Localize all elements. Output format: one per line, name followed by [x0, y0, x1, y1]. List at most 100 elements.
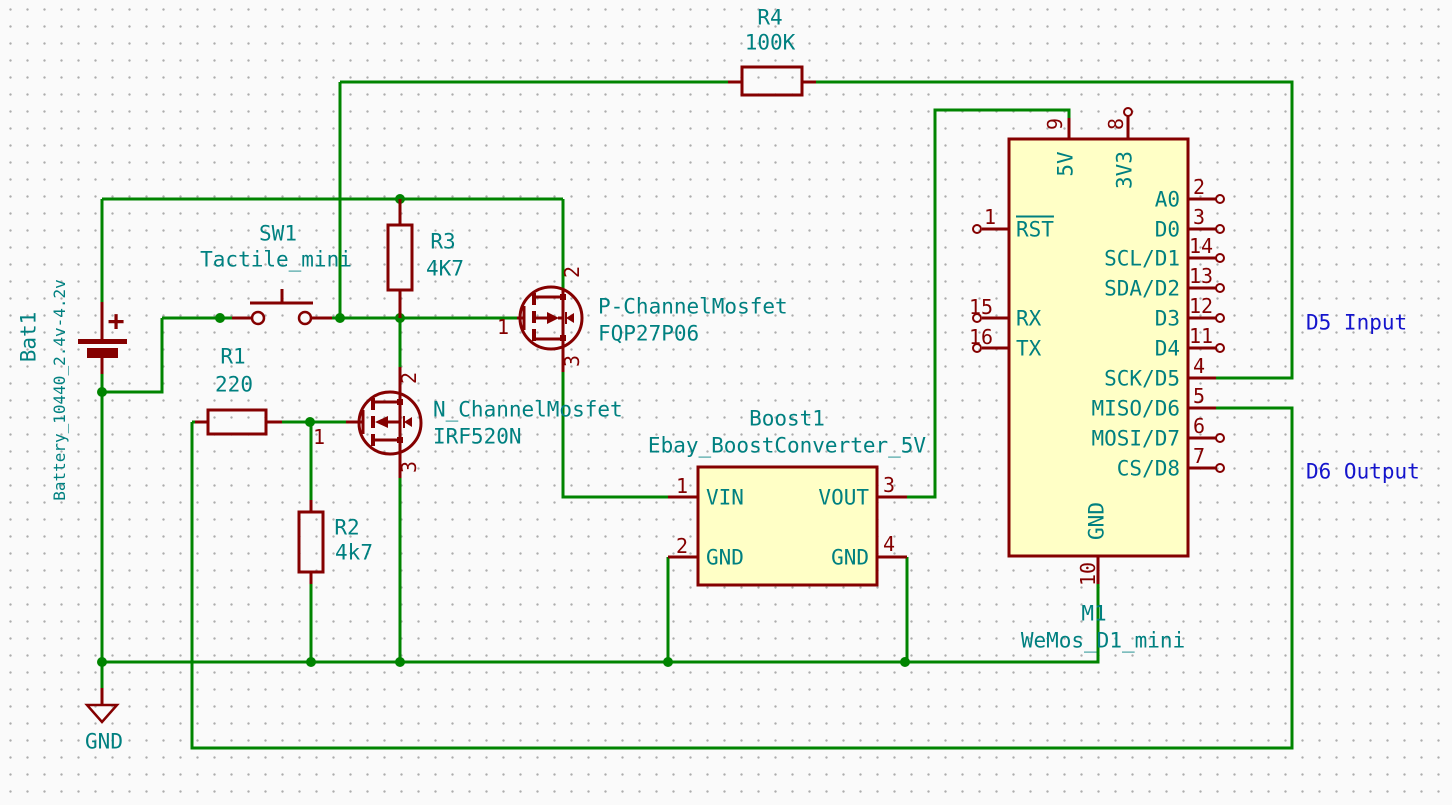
- mcu-pin3-number: 3: [1192, 205, 1206, 229]
- junction: [395, 657, 405, 667]
- mcu-pin7-number: 7: [1192, 444, 1206, 468]
- r2-value: 4k7: [335, 540, 373, 565]
- mcu-pin12-number: 12: [1188, 294, 1214, 318]
- r4-ref: R4: [757, 5, 783, 30]
- r4-value: 100K: [744, 30, 796, 55]
- mcu-pin-a0-end: [1215, 194, 1225, 204]
- junction: [306, 657, 316, 667]
- mcu-pin9-number: 9: [1043, 117, 1067, 131]
- battery-symbol[interactable]: [78, 302, 127, 374]
- junction: [335, 313, 345, 323]
- mcu-value: WeMos_D1_mini: [1020, 628, 1186, 653]
- junction-dots: [97, 194, 910, 667]
- switch-ref: SW1: [259, 221, 297, 246]
- boost-value: Ebay_BoostConverter_5V: [647, 433, 927, 458]
- boost-pin1-name: VIN: [706, 485, 744, 510]
- mcu-pin-d0-name: D0: [1154, 217, 1180, 242]
- pmos-body-diode: [566, 313, 574, 323]
- junction: [305, 417, 315, 427]
- mcu-left-pin-stubs: [982, 227, 1009, 350]
- mcu-pin-d8-name: CS/D8: [1116, 456, 1180, 481]
- nmos-symbol[interactable]: [346, 367, 423, 478]
- pmos-value: FQP27P06: [598, 321, 700, 346]
- note-d6-output[interactable]: D6 Output: [1306, 459, 1420, 484]
- mcu-pin-d7-end: [1215, 433, 1225, 443]
- mcu-pin2-number: 2: [1192, 175, 1206, 199]
- mcu-pin4-number: 4: [1192, 354, 1206, 378]
- gnd-power-symbol[interactable]: [84, 688, 120, 724]
- mcu-right-pin-stubs: [1188, 197, 1216, 470]
- mcu-body: [1007, 137, 1190, 558]
- nmos-ref: N_ChannelMosfet: [433, 397, 623, 422]
- boost-pins: [668, 495, 907, 559]
- note-d5-input[interactable]: D5 Input: [1306, 310, 1408, 335]
- battery-value: Battery_10440_2.4v-4.2v: [50, 279, 69, 501]
- gnd-triangle: [84, 703, 120, 724]
- mcu-pin-rx-name: RX: [1016, 306, 1042, 331]
- mcu-pin-3v3-name: 3V3: [1112, 151, 1137, 189]
- nmos-arrow: [375, 416, 388, 428]
- mcu-pin-d4-name: D4: [1154, 336, 1180, 361]
- boost-pin3-name: VOUT: [818, 485, 869, 510]
- pmos-node-dot: [560, 294, 566, 300]
- resistor-r3-symbol[interactable]: [386, 199, 414, 318]
- resistor-r2-symbol[interactable]: [297, 500, 325, 584]
- resistor-body: [740, 65, 804, 97]
- wire-gnd-rail[interactable]: [102, 584, 1100, 664]
- pmos-arms: [534, 295, 563, 341]
- mcu-pin10-number: 10: [1076, 561, 1100, 587]
- resistor-body: [297, 510, 325, 574]
- pmos-pin2-number: 2: [560, 265, 584, 279]
- switch-symbol[interactable]: [232, 289, 332, 326]
- r1-ref: R1: [220, 344, 246, 369]
- nmos-body-diode: [404, 417, 412, 427]
- junction: [663, 657, 673, 667]
- switch-contact-right: [297, 310, 313, 326]
- resistor-r4-symbol[interactable]: [728, 65, 816, 97]
- battery-ref: Bat1: [16, 311, 41, 363]
- pmos-node-dot: [560, 335, 566, 341]
- junction: [215, 313, 225, 323]
- wire-bat-to-switch[interactable]: [102, 318, 164, 394]
- mcu-pin14-number: 14: [1188, 234, 1214, 258]
- nmos-value: IRF520N: [433, 424, 522, 449]
- pmos-ref: P-ChannelMosfet: [598, 294, 788, 319]
- mcu-pin13-number: 13: [1188, 264, 1214, 288]
- nmos-node-dot: [397, 437, 403, 443]
- pmos-symbol[interactable]: [517, 285, 584, 372]
- mcu-pin-a0-name: A0: [1154, 187, 1180, 212]
- nmos-node-dot: [397, 399, 403, 405]
- mcu-symbol[interactable]: [972, 107, 1225, 584]
- mcu-pin1-number: 1: [983, 205, 997, 229]
- mcu-pin16-number: 16: [968, 325, 994, 349]
- gnd-label: GND: [85, 729, 123, 754]
- mcu-pin-tx-end: [972, 343, 982, 353]
- wire-d6-net[interactable]: [190, 406, 1294, 750]
- mcu-pin6-number: 6: [1192, 414, 1206, 438]
- battery-plus-sign: +: [107, 304, 125, 337]
- mcu-pin-d0-end: [1215, 224, 1225, 234]
- wire-pmos-to-vin[interactable]: [561, 372, 668, 499]
- mcu-pin-3v3-end: [1123, 107, 1133, 117]
- wire-vout-to-5v[interactable]: [907, 108, 1071, 499]
- r1-value: 220: [215, 372, 253, 397]
- mcu-ref: M1: [1081, 601, 1107, 626]
- boost-body: [696, 465, 879, 587]
- pmos-pin3-number: 3: [560, 354, 584, 368]
- resistor-r1-symbol[interactable]: [195, 408, 282, 436]
- mcu-pin-5v-name: 5V: [1053, 151, 1078, 177]
- junction: [97, 657, 107, 667]
- mcu-pin-d8-end: [1215, 463, 1225, 473]
- boost-ref: Boost1: [749, 406, 825, 431]
- nmos-pin1-number: 1: [312, 425, 326, 449]
- boost-symbol[interactable]: [668, 465, 907, 587]
- mcu-pin-rx-end: [972, 313, 982, 323]
- switch-value: Tactile_mini: [200, 247, 352, 272]
- pmos-pin1-number: 1: [496, 315, 510, 339]
- mcu-pin-d6-name: MISO/D6: [1091, 396, 1180, 421]
- r3-ref: R3: [430, 229, 456, 254]
- wire-d5-net[interactable]: [815, 80, 1294, 380]
- mcu-pin-d5-name: SCK/D5: [1104, 366, 1180, 391]
